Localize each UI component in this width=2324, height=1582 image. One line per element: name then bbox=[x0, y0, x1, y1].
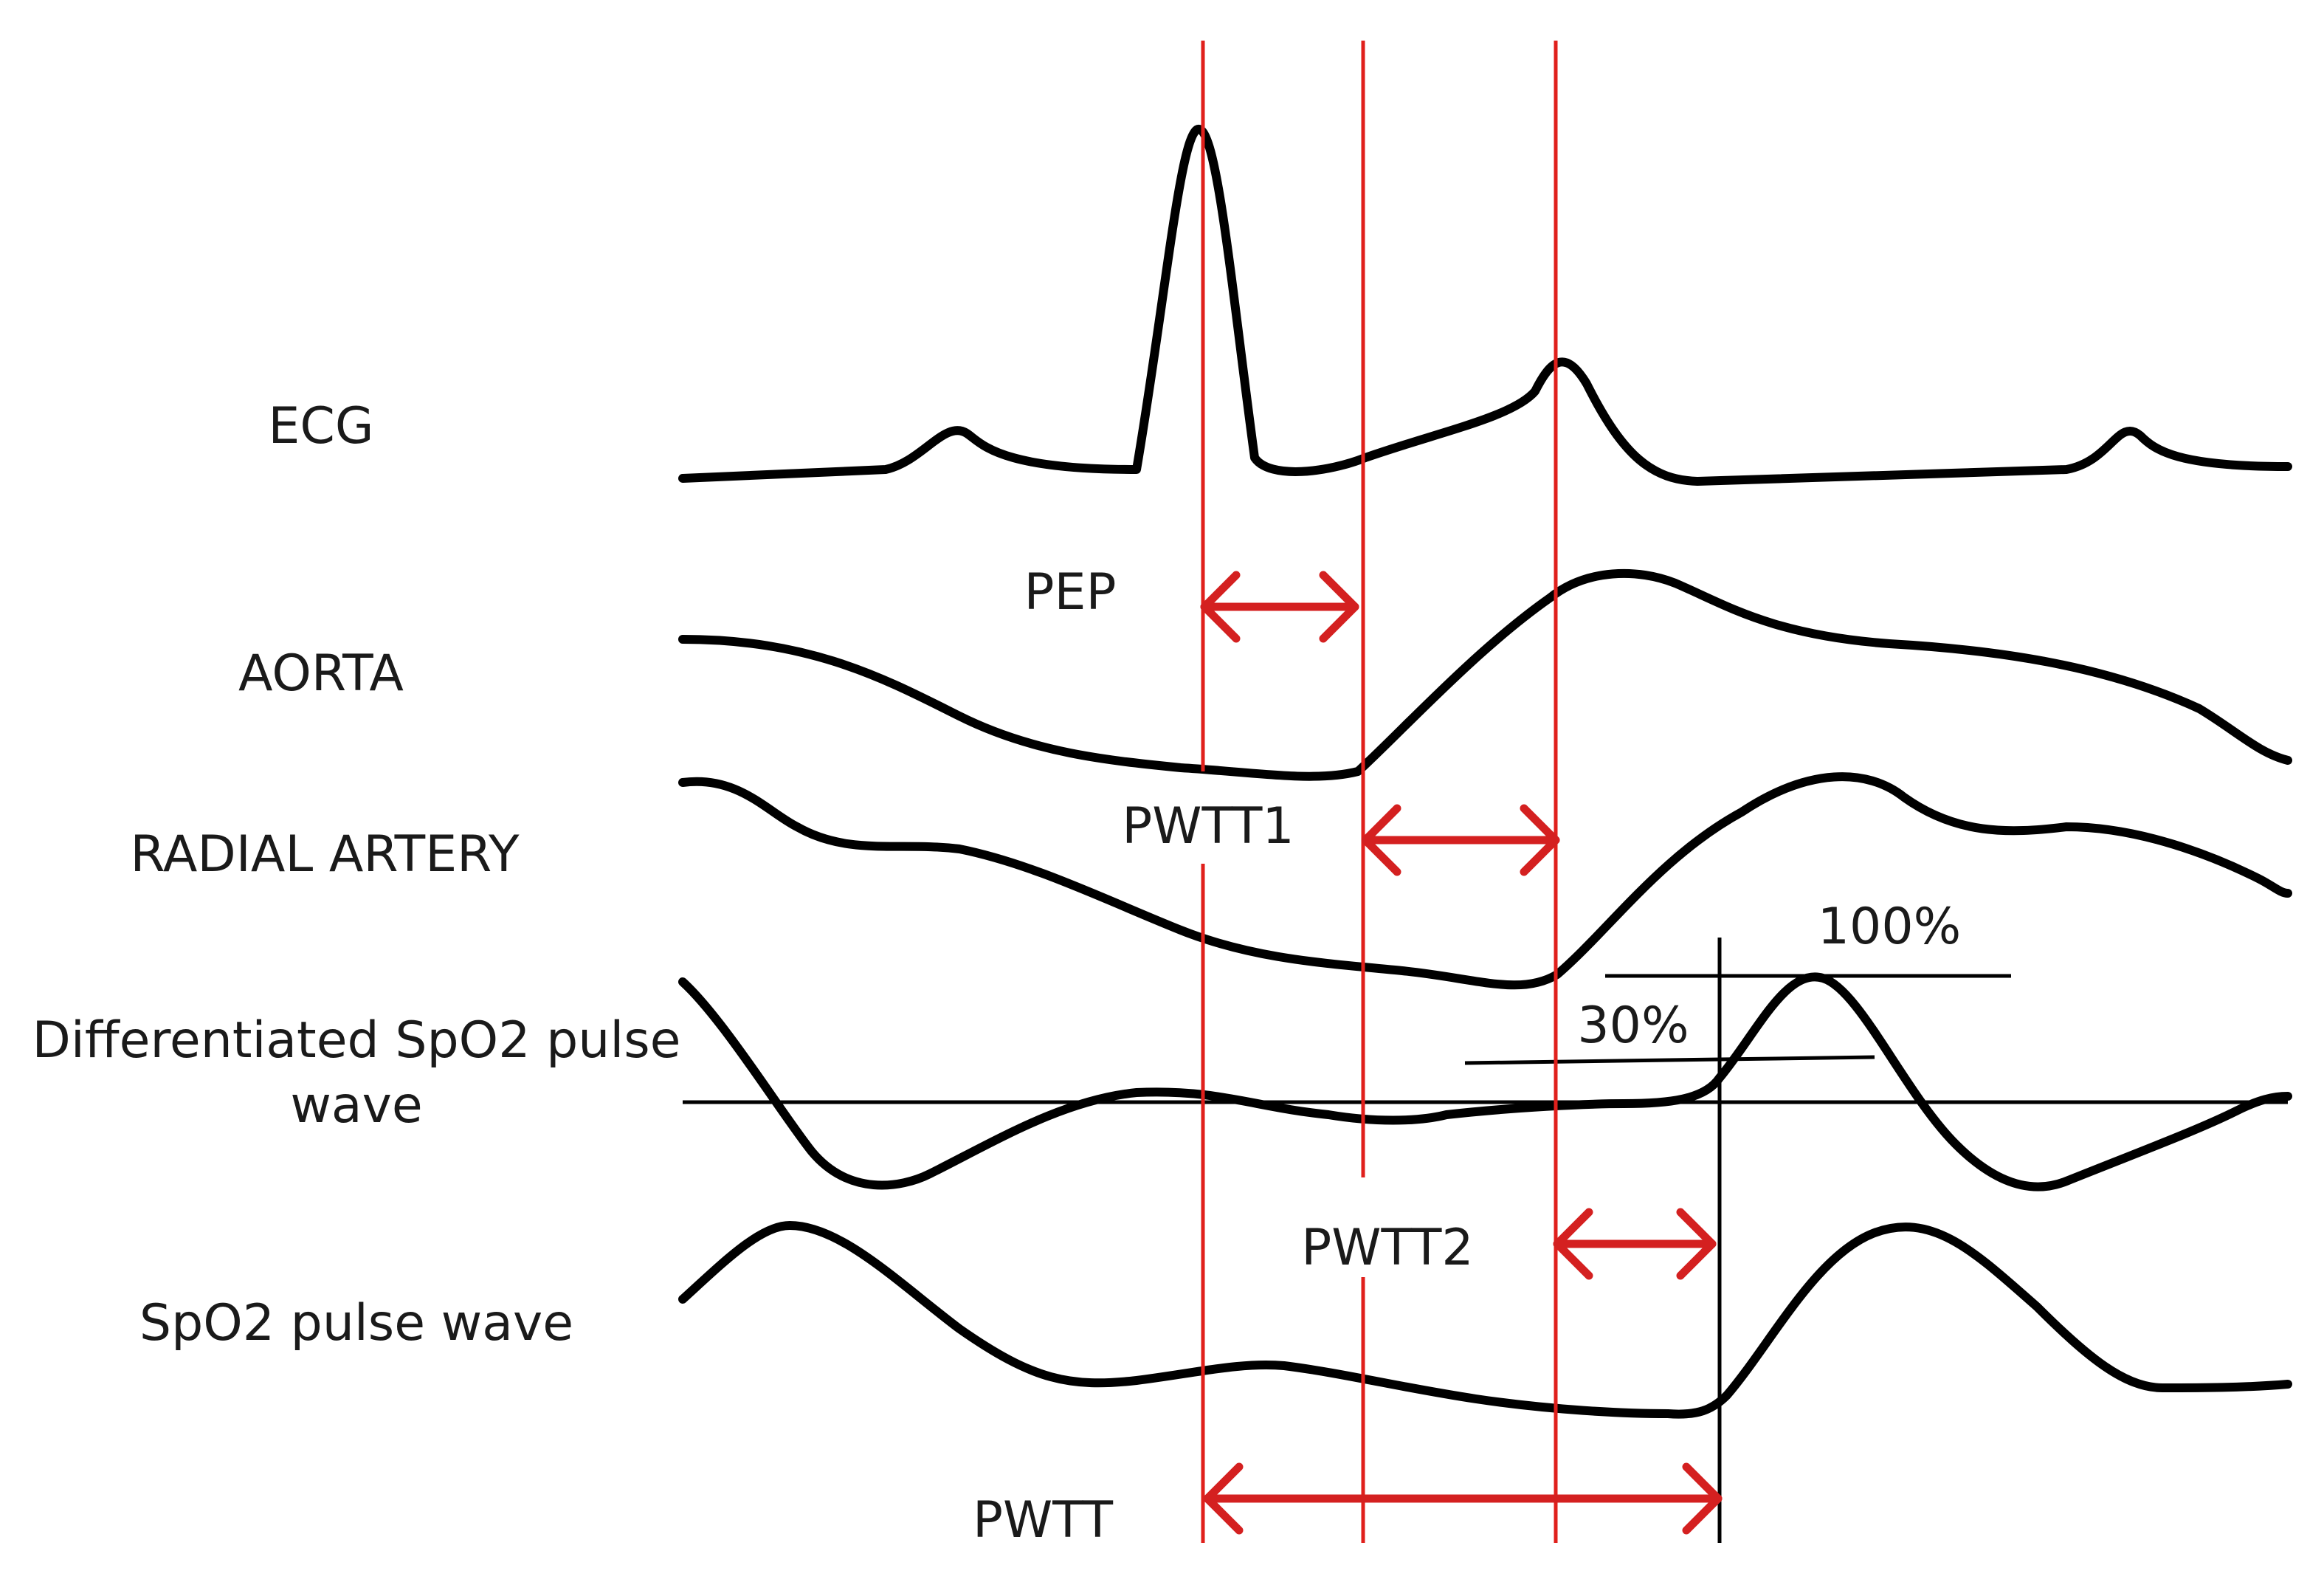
spo2-pulse-wave-label: SpO2 pulse wave bbox=[139, 1294, 573, 1352]
threshold-30-label: 30% bbox=[1577, 997, 1689, 1055]
differentiated-spo2-waveform bbox=[678, 972, 2292, 1191]
ecg-label: ECG bbox=[268, 397, 373, 455]
spo2-pulse-waveform bbox=[678, 1221, 2292, 1419]
pwtt1-label: PWTT1 bbox=[1122, 797, 1294, 856]
aorta-waveform bbox=[678, 568, 2292, 781]
radial-artery-label: RADIAL ARTERY bbox=[130, 825, 520, 884]
differentiated-spo2-label-line2: wave bbox=[290, 1076, 422, 1135]
aorta-label: AORTA bbox=[238, 644, 404, 703]
pwtt-label: PWTT bbox=[973, 1491, 1114, 1550]
pwtt1-arrow bbox=[1361, 804, 1560, 876]
pwtt2-arrow bbox=[1553, 1208, 1717, 1280]
pep-arrow bbox=[1200, 571, 1359, 643]
threshold-30-line bbox=[1464, 1055, 1875, 1065]
differentiated-spo2-label-line1: Differentiated SpO2 pulse bbox=[32, 1011, 681, 1070]
pep-label: PEP bbox=[1024, 563, 1117, 622]
threshold-100-label: 100% bbox=[1818, 898, 1961, 956]
pwtt-arrow bbox=[1203, 1462, 1723, 1535]
ecg-waveform bbox=[678, 125, 2292, 486]
pwtt2-label: PWTT2 bbox=[1301, 1219, 1473, 1277]
radial-artery-waveform bbox=[678, 772, 2292, 990]
